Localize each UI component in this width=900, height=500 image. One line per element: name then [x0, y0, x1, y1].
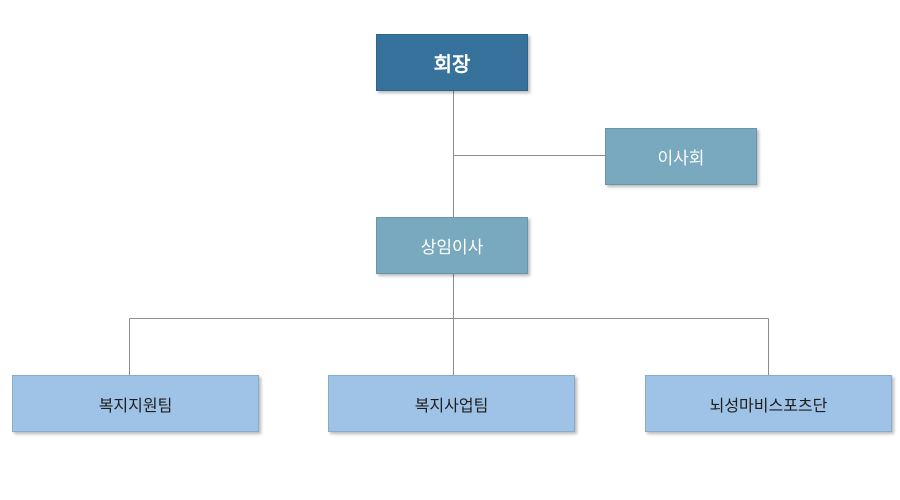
- team-label: 복지사업팀: [414, 395, 489, 415]
- team-box-welfare-support: 복지지원팀: [12, 375, 259, 432]
- board-box: 이사회: [605, 128, 757, 185]
- team-box-welfare-program: 복지사업팀: [328, 375, 575, 432]
- director-box: 상임이사: [376, 217, 528, 274]
- team-label: 뇌성마비스포츠단: [709, 395, 828, 415]
- team-box-cp-sports: 뇌성마비스포츠단: [645, 375, 892, 432]
- board-label: 이사회: [657, 149, 705, 169]
- team-label: 복지지원팀: [98, 395, 173, 415]
- chairman-box: 회장: [376, 34, 528, 91]
- director-label: 상임이사: [420, 238, 484, 258]
- chairman-label: 회장: [433, 52, 471, 76]
